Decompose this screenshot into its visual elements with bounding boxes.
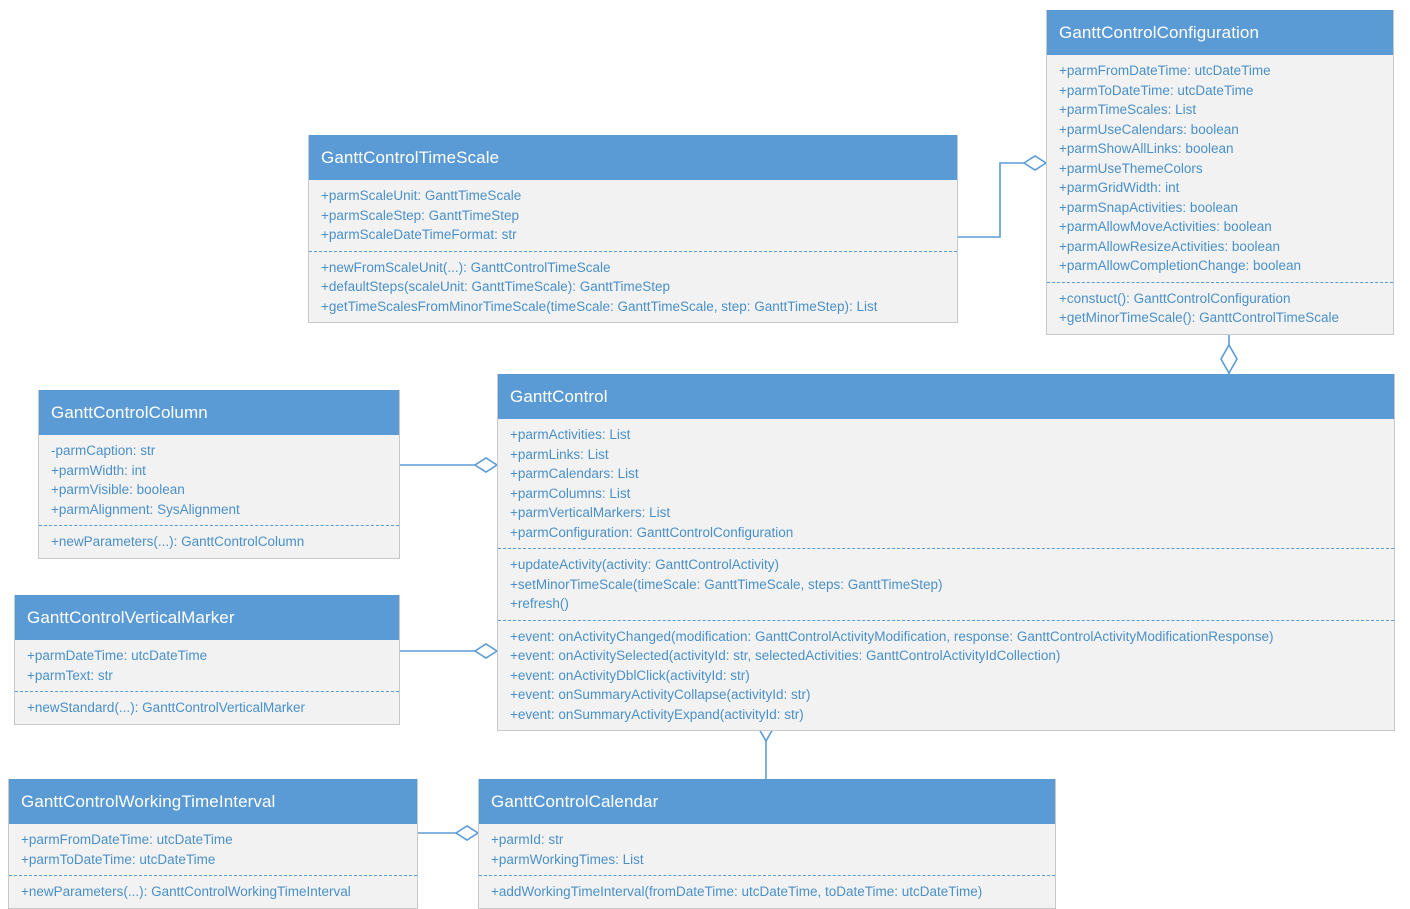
attributes-section: +parmActivities: List +parmLinks: List +…: [498, 419, 1394, 548]
method-row: +newParameters(...): GanttControlColumn: [51, 534, 305, 549]
attribute-row: +parmColumns: List: [510, 485, 631, 501]
method-row: +newFromScaleUnit(...): GanttControlTime…: [321, 259, 611, 275]
class-title-ganttcontrol: GanttControl: [498, 374, 1394, 419]
class-box-ganttcontrolverticalmarker[interactable]: GanttControlVerticalMarker +parmDateTime…: [14, 595, 400, 725]
events-section: +event: onActivityChanged(modification: …: [498, 619, 1394, 731]
attribute-row: +parmShowAllLinks: boolean: [1059, 141, 1234, 156]
attribute-row: +parmFromDateTime: utcDateTime: [21, 832, 233, 847]
event-row: +event: onSummaryActivityExpand(activity…: [510, 706, 804, 722]
method-row: +getTimeScalesFromMinorTimeScale(timeSca…: [321, 298, 878, 314]
attribute-row: +parmVisible: boolean: [51, 482, 185, 497]
attribute-row: +parmGridWidth: int: [1059, 180, 1180, 195]
method-row: +newStandard(...): GanttControlVerticalM…: [27, 700, 305, 715]
class-box-ganttcontrol[interactable]: GanttControl +parmActivities: List +parm…: [497, 374, 1395, 731]
method-row: +constuct(): GanttControlConfiguration: [1059, 290, 1291, 306]
attribute-row: +parmUseCalendars: boolean: [1059, 121, 1239, 137]
class-title-ganttcontrolworkingtimeinterval: GanttControlWorkingTimeInterval: [9, 779, 417, 824]
class-box-ganttcontroltimescale[interactable]: GanttControlTimeScale +parmScaleUnit: Ga…: [308, 135, 958, 323]
method-row: +setMinorTimeScale(timeScale: GanttTimeS…: [510, 576, 943, 592]
event-row: +event: onSummaryActivityCollapse(activi…: [510, 687, 811, 702]
connector-timescale-to-configuration: [958, 155, 1048, 238]
attribute-row: +parmFromDateTime: utcDateTime: [1059, 63, 1271, 78]
attribute-row: +parmConfiguration: GanttControlConfigur…: [510, 524, 794, 540]
methods-section: +newParameters(...): GanttControlWorking…: [9, 875, 417, 908]
attribute-row: +parmScaleStep: GanttTimeStep: [321, 207, 519, 223]
method-row: +updateActivity(activity: GanttControlAc…: [510, 557, 779, 572]
class-title-ganttcontrolcolumn: GanttControlColumn: [39, 390, 399, 435]
methods-section: +addWorkingTimeInterval(fromDateTime: ut…: [479, 875, 1055, 908]
class-title-ganttcontroltimescale: GanttControlTimeScale: [309, 135, 957, 180]
attribute-row: +parmWidth: int: [51, 462, 146, 478]
aggregation-diamond-icon: [454, 825, 480, 841]
attribute-row: +parmId: str: [491, 832, 564, 847]
attribute-row: +parmAllowCompletionChange: boolean: [1059, 258, 1302, 273]
method-row: +refresh(): [510, 596, 569, 611]
class-box-ganttcontrolconfiguration[interactable]: GanttControlConfiguration +parmFromDateT…: [1046, 10, 1394, 335]
attribute-row: +parmScaleDateTimeFormat: str: [321, 227, 517, 242]
aggregation-diamond-icon: [1220, 343, 1238, 375]
attribute-row: +parmAllowMoveActivities: boolean: [1059, 219, 1272, 234]
attribute-row: +parmCalendars: List: [510, 466, 639, 481]
attribute-row: +parmActivities: List: [510, 427, 631, 442]
methods-section: +updateActivity(activity: GanttControlAc…: [498, 548, 1394, 620]
attribute-row: +parmScaleUnit: GanttTimeScale: [321, 188, 522, 203]
attribute-row: -parmCaption: str: [51, 443, 156, 458]
attribute-row: +parmUseThemeColors: [1059, 160, 1203, 176]
event-row: +event: onActivityDblClick(activityId: s…: [510, 667, 750, 683]
methods-section: +newFromScaleUnit(...): GanttControlTime…: [309, 250, 957, 323]
event-row: +event: onActivitySelected(activityId: s…: [510, 648, 1061, 663]
aggregation-diamond-icon: [473, 457, 499, 473]
attribute-row: +parmTimeScales: List: [1059, 102, 1197, 117]
attributes-section: +parmFromDateTime: utcDateTime +parmToDa…: [1047, 55, 1393, 282]
attribute-row: +parmLinks: List: [510, 446, 609, 462]
method-row: +defaultSteps(scaleUnit: GanttTimeScale)…: [321, 279, 671, 294]
attribute-row: +parmDateTime: utcDateTime: [27, 648, 208, 663]
aggregation-diamond-icon: [1022, 155, 1048, 171]
attributes-section: +parmScaleUnit: GanttTimeScale +parmScal…: [309, 180, 957, 251]
event-row: +event: onActivityChanged(modification: …: [510, 628, 1274, 644]
class-box-ganttcontrolworkingtimeinterval[interactable]: GanttControlWorkingTimeInterval +parmFro…: [8, 779, 418, 909]
method-row: +newParameters(...): GanttControlWorking…: [21, 884, 351, 899]
class-box-ganttcontrolcolumn[interactable]: GanttControlColumn -parmCaption: str +pa…: [38, 390, 400, 559]
attributes-section: +parmDateTime: utcDateTime +parmText: st…: [15, 640, 399, 691]
class-title-ganttcontrolconfiguration: GanttControlConfiguration: [1047, 10, 1393, 55]
attribute-row: +parmVerticalMarkers: List: [510, 505, 671, 520]
methods-section: +newStandard(...): GanttControlVerticalM…: [15, 691, 399, 724]
attribute-row: +parmText: str: [27, 667, 113, 683]
class-box-ganttcontrolcalendar[interactable]: GanttControlCalendar +parmId: str +parmW…: [478, 779, 1056, 909]
connector-column-to-ganttcontrol: [400, 457, 499, 473]
attribute-row: +parmToDateTime: utcDateTime: [21, 851, 216, 867]
attribute-row: +parmAlignment: SysAlignment: [51, 501, 240, 517]
method-row: +getMinorTimeScale(): GanttControlTimeSc…: [1059, 310, 1339, 325]
attribute-row: +parmAllowResizeActivities: boolean: [1059, 238, 1280, 254]
attributes-section: +parmFromDateTime: utcDateTime +parmToDa…: [9, 824, 417, 875]
connector-verticalmarker-to-ganttcontrol: [400, 643, 499, 659]
attribute-row: +parmSnapActivities: boolean: [1059, 199, 1238, 215]
attributes-section: -parmCaption: str +parmWidth: int +parmV…: [39, 435, 399, 525]
aggregation-diamond-icon: [473, 643, 499, 659]
connector-workingtimeinterval-to-calendar: [418, 825, 480, 841]
method-row: +addWorkingTimeInterval(fromDateTime: ut…: [491, 884, 983, 899]
class-title-ganttcontrolcalendar: GanttControlCalendar: [479, 779, 1055, 824]
attribute-row: +parmWorkingTimes: List: [491, 851, 644, 867]
methods-section: +newParameters(...): GanttControlColumn: [39, 525, 399, 558]
attribute-row: +parmToDateTime: utcDateTime: [1059, 82, 1254, 98]
attributes-section: +parmId: str +parmWorkingTimes: List: [479, 824, 1055, 875]
methods-section: +constuct(): GanttControlConfiguration +…: [1047, 281, 1393, 334]
class-title-ganttcontrolverticalmarker: GanttControlVerticalMarker: [15, 595, 399, 640]
